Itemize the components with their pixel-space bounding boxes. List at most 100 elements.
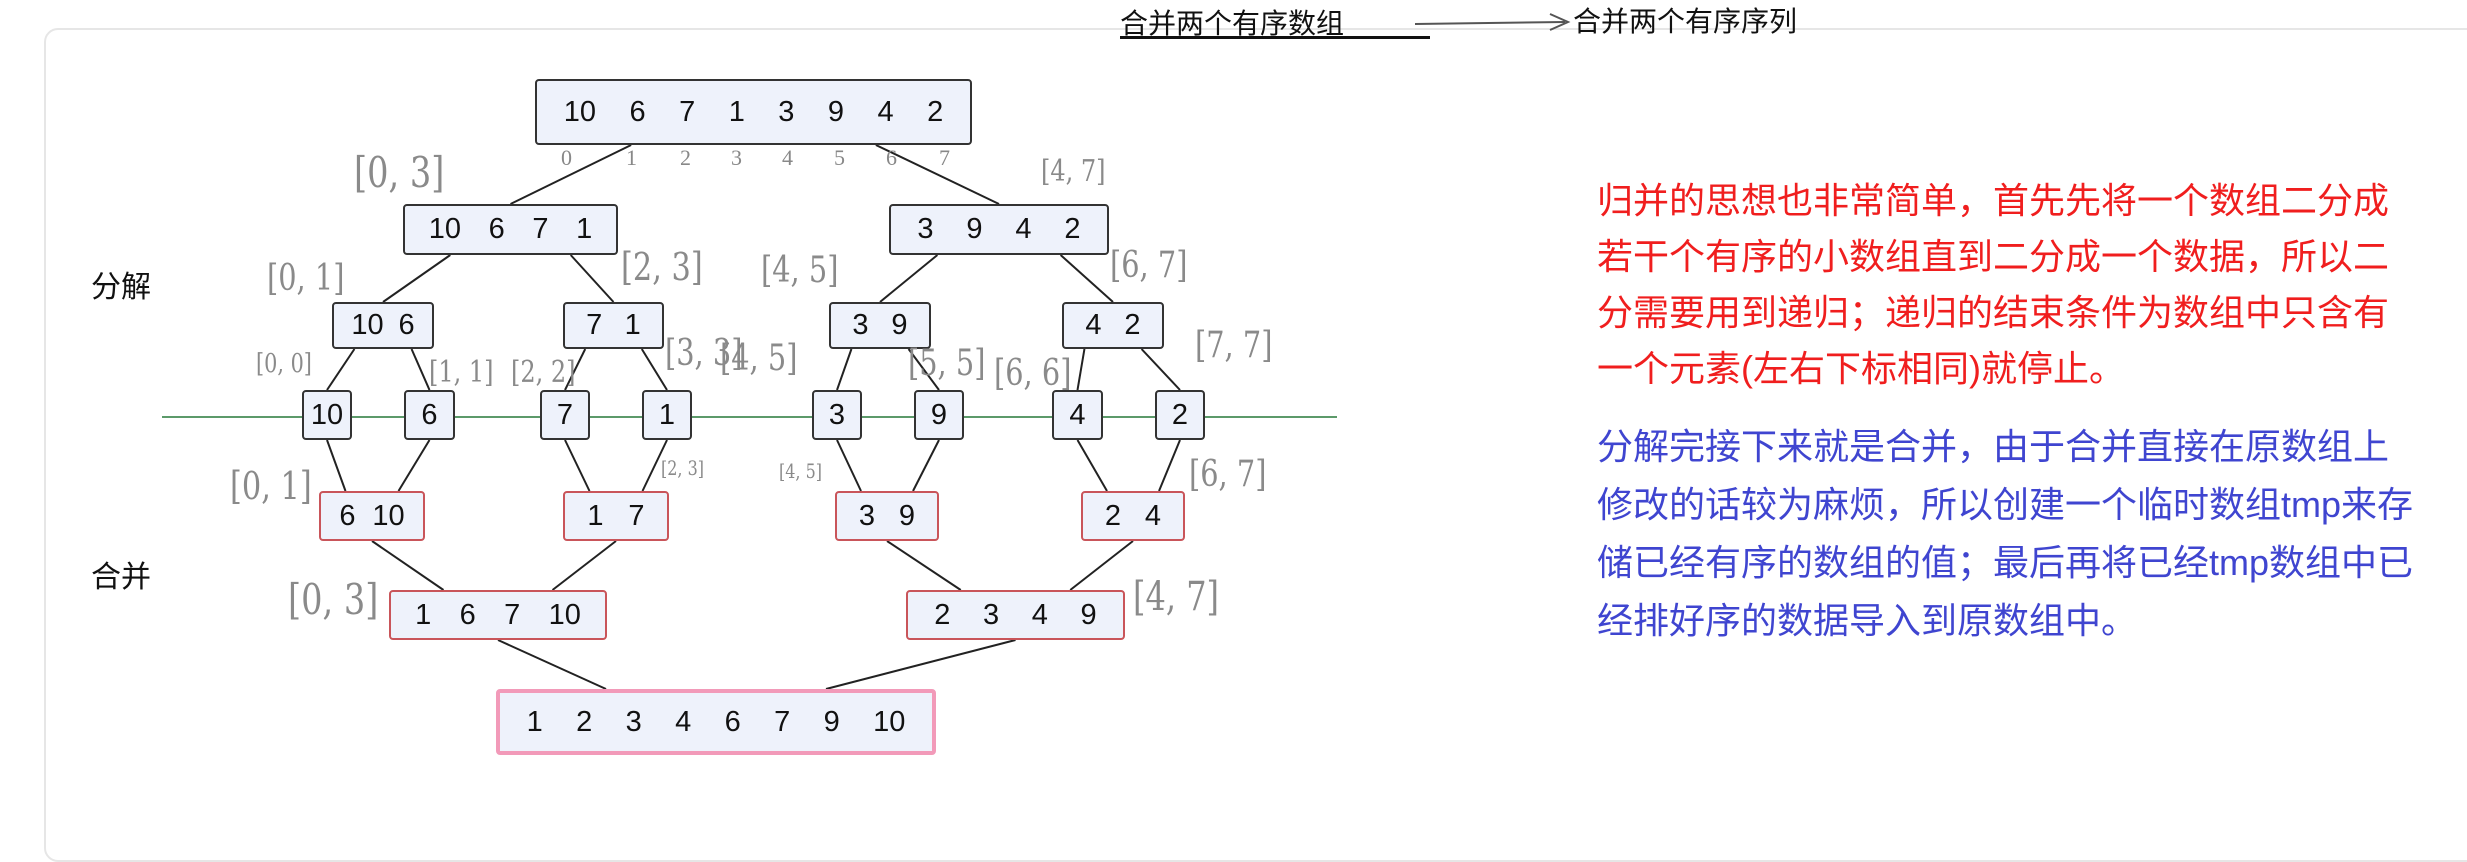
array-value: 4 [1015, 213, 1032, 245]
array-value: 3 [778, 95, 795, 128]
content-card [44, 28, 2467, 862]
array-value: 6 [339, 499, 356, 532]
arrow-icon [1414, 13, 1571, 31]
connector-line [397, 439, 431, 492]
index-label: 2 [680, 145, 691, 170]
connector-line [912, 439, 940, 492]
array-box-leaves: 4 [1052, 390, 1103, 440]
index-range-label: [7, 7] [1195, 325, 1273, 366]
array-value: 7 [774, 705, 791, 738]
explanation-line-red: 归并的思想也非常简单，首先先将一个数组二分成 [1597, 180, 2390, 221]
index-range-label: [3, 3] [665, 333, 743, 374]
connector-line [551, 540, 617, 591]
index-range-label: [0, 1] [230, 464, 312, 508]
array-value: 4 [1144, 499, 1162, 532]
connector-line [641, 439, 668, 492]
array-value: 4 [1031, 598, 1048, 631]
array-value: 9 [898, 499, 916, 532]
index-range-label: [2, 3] [621, 245, 703, 289]
array-value: 2 [1171, 398, 1189, 431]
connector-line [836, 439, 862, 492]
array-value: 4 [1069, 398, 1086, 431]
connector-line [497, 639, 607, 690]
connector-line [640, 348, 668, 391]
array-value: 6 [629, 95, 646, 128]
explanation-line-red: 若干个有序的小数组直到二分成一个数据，所以二 [1597, 236, 2390, 277]
array-value: 1 [415, 598, 432, 631]
connector-line [1158, 439, 1181, 492]
array-box-leaves: 1 [642, 390, 692, 440]
index-range-label: [6, 6] [994, 353, 1072, 394]
connector-line [371, 540, 445, 591]
array-value: 1 [526, 705, 543, 738]
index-range-label: [4, 7] [1041, 154, 1106, 189]
explanation-line-red: 一个元素(左右下标相同)就停止。 [1597, 348, 2125, 389]
array-value: 1 [576, 213, 593, 245]
index-range-label: [4, 5] [779, 459, 823, 483]
array-value: 6 [398, 309, 415, 341]
connector-line [886, 540, 962, 591]
connector-line [875, 144, 1000, 205]
connector-line [879, 254, 939, 303]
array-value: 3 [983, 598, 1000, 631]
array-value: 2 [576, 705, 593, 738]
array-value: 2 [1104, 499, 1122, 532]
index-range-label: [0, 1] [267, 258, 345, 299]
array-value: 7 [556, 398, 574, 431]
array-value: 1 [728, 95, 745, 128]
connector-line [564, 348, 587, 391]
array-value: 10 [351, 309, 384, 341]
index-label: 0 [561, 145, 572, 170]
connector-line [1076, 348, 1086, 391]
array-value: 7 [628, 499, 645, 532]
connector-line [326, 439, 347, 492]
array-value: 7 [532, 213, 549, 245]
array-box-leaves: 10 [302, 390, 352, 440]
array-value: 9 [1080, 598, 1097, 631]
index-range-label: [6, 7] [1189, 454, 1267, 495]
index-range-label: [4, 5] [720, 338, 798, 379]
split-label: 分解 [91, 271, 151, 304]
array-box-leaves: 3 [812, 390, 862, 440]
connector-line [410, 348, 431, 391]
array-value: 9 [827, 95, 845, 128]
array-value: 9 [930, 398, 948, 431]
array-value: 7 [586, 309, 603, 341]
array-value: 10 [563, 95, 596, 128]
index-range-label: [0, 3] [288, 575, 379, 624]
array-value: 10 [873, 705, 906, 738]
array-value: 4 [1085, 309, 1102, 341]
connector-line [382, 254, 451, 303]
array-box-leaves: 6 [404, 390, 455, 440]
array-value: 2 [927, 95, 944, 128]
index-label: 6 [886, 145, 897, 170]
array-value: 9 [823, 705, 840, 738]
explanation-line-blue: 储已经有序的数组的值；最后再将已经tmp数组中已 [1597, 542, 2414, 583]
array-value: 2 [934, 598, 951, 631]
index-range-label: [2, 2] [511, 355, 576, 390]
note-underline [1120, 36, 1430, 39]
array-value: 6 [459, 598, 476, 631]
array-value: 3 [917, 213, 934, 245]
connector-line [907, 348, 940, 391]
array-value: 6 [724, 705, 741, 738]
explanation-line-blue: 修改的话较为麻烦，所以创建一个临时数组tmp来存 [1597, 484, 2414, 525]
arrow-target-note: 合并两个有序序列 [1573, 7, 1798, 38]
connector-line [825, 639, 1016, 690]
array-value: 3 [828, 398, 846, 431]
connector-line [1059, 254, 1114, 303]
array-value: 6 [488, 213, 505, 245]
array-value: 1 [587, 499, 604, 532]
index-range-label: [2, 3] [661, 456, 705, 480]
array-box-leaves: 9 [914, 390, 964, 440]
array-value: 9 [891, 309, 908, 341]
